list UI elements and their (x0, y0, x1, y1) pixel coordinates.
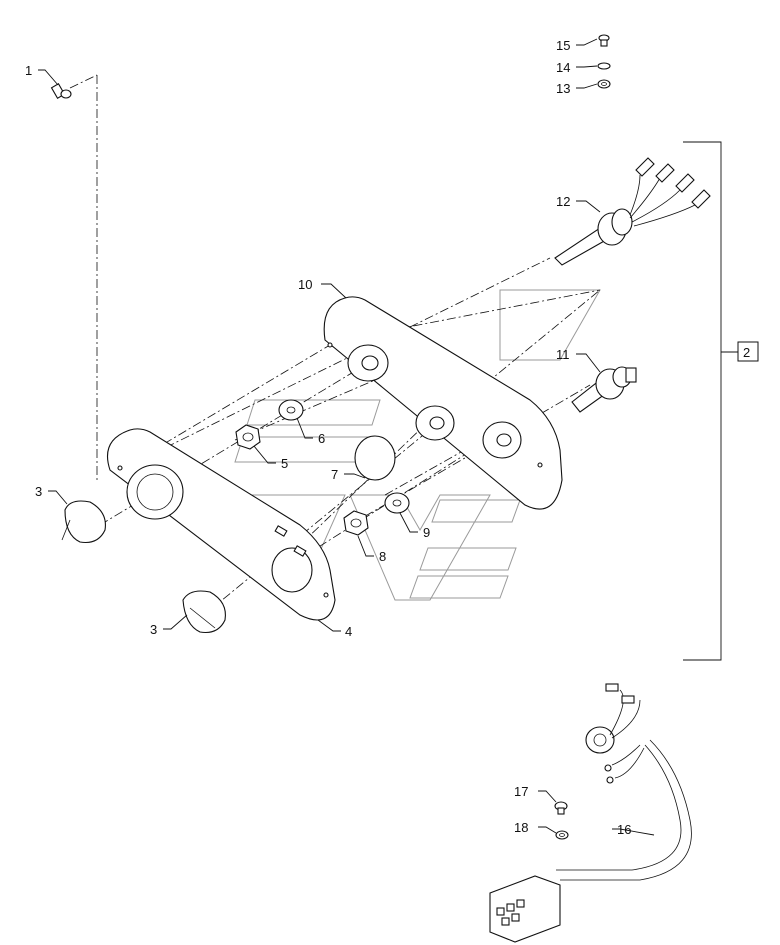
nut-part-5 (235, 424, 261, 450)
callout-3-upper: 3 (35, 484, 42, 499)
knob-part-3-lower (182, 590, 226, 634)
plug-part-7 (354, 435, 396, 481)
rear-plate-part-10 (323, 296, 563, 510)
callout-labels: 1 2 3 3 4 5 6 7 8 9 10 11 12 13 14 15 16… (25, 38, 750, 837)
callout-12: 12 (556, 194, 570, 209)
callout-10: 10 (298, 277, 312, 292)
callout-5: 5 (281, 456, 288, 471)
callout-14: 14 (556, 60, 570, 75)
fasteners-13-14-15 (597, 34, 611, 89)
callout-1: 1 (25, 63, 32, 78)
switch-part-12 (554, 157, 711, 266)
callout-6: 6 (318, 431, 325, 446)
callout-3-lower: 3 (150, 622, 157, 637)
screw-part-1 (50, 83, 72, 99)
fastener-part-18 (555, 830, 569, 840)
front-plate-part-4 (106, 428, 336, 621)
assembly-bracket (683, 141, 759, 661)
callout-18: 18 (514, 820, 528, 835)
callout-2: 2 (743, 345, 750, 360)
callout-9: 9 (423, 525, 430, 540)
callout-11: 11 (556, 347, 570, 362)
leader-lines (38, 38, 655, 836)
callout-box-2 (737, 341, 759, 362)
harness-part-16 (489, 683, 692, 943)
callout-17: 17 (514, 784, 528, 799)
callout-4: 4 (345, 624, 352, 639)
nut-part-8 (343, 510, 369, 536)
switch-part-11 (571, 366, 637, 413)
callout-13: 13 (556, 81, 570, 96)
fastener-part-17 (554, 801, 568, 815)
callout-8: 8 (379, 549, 386, 564)
washer-part-6 (278, 399, 304, 421)
callout-7: 7 (331, 467, 338, 482)
washer-part-9 (384, 492, 410, 514)
callout-15: 15 (556, 38, 570, 53)
knob-part-3-upper (61, 500, 106, 544)
callout-16: 16 (617, 822, 631, 837)
